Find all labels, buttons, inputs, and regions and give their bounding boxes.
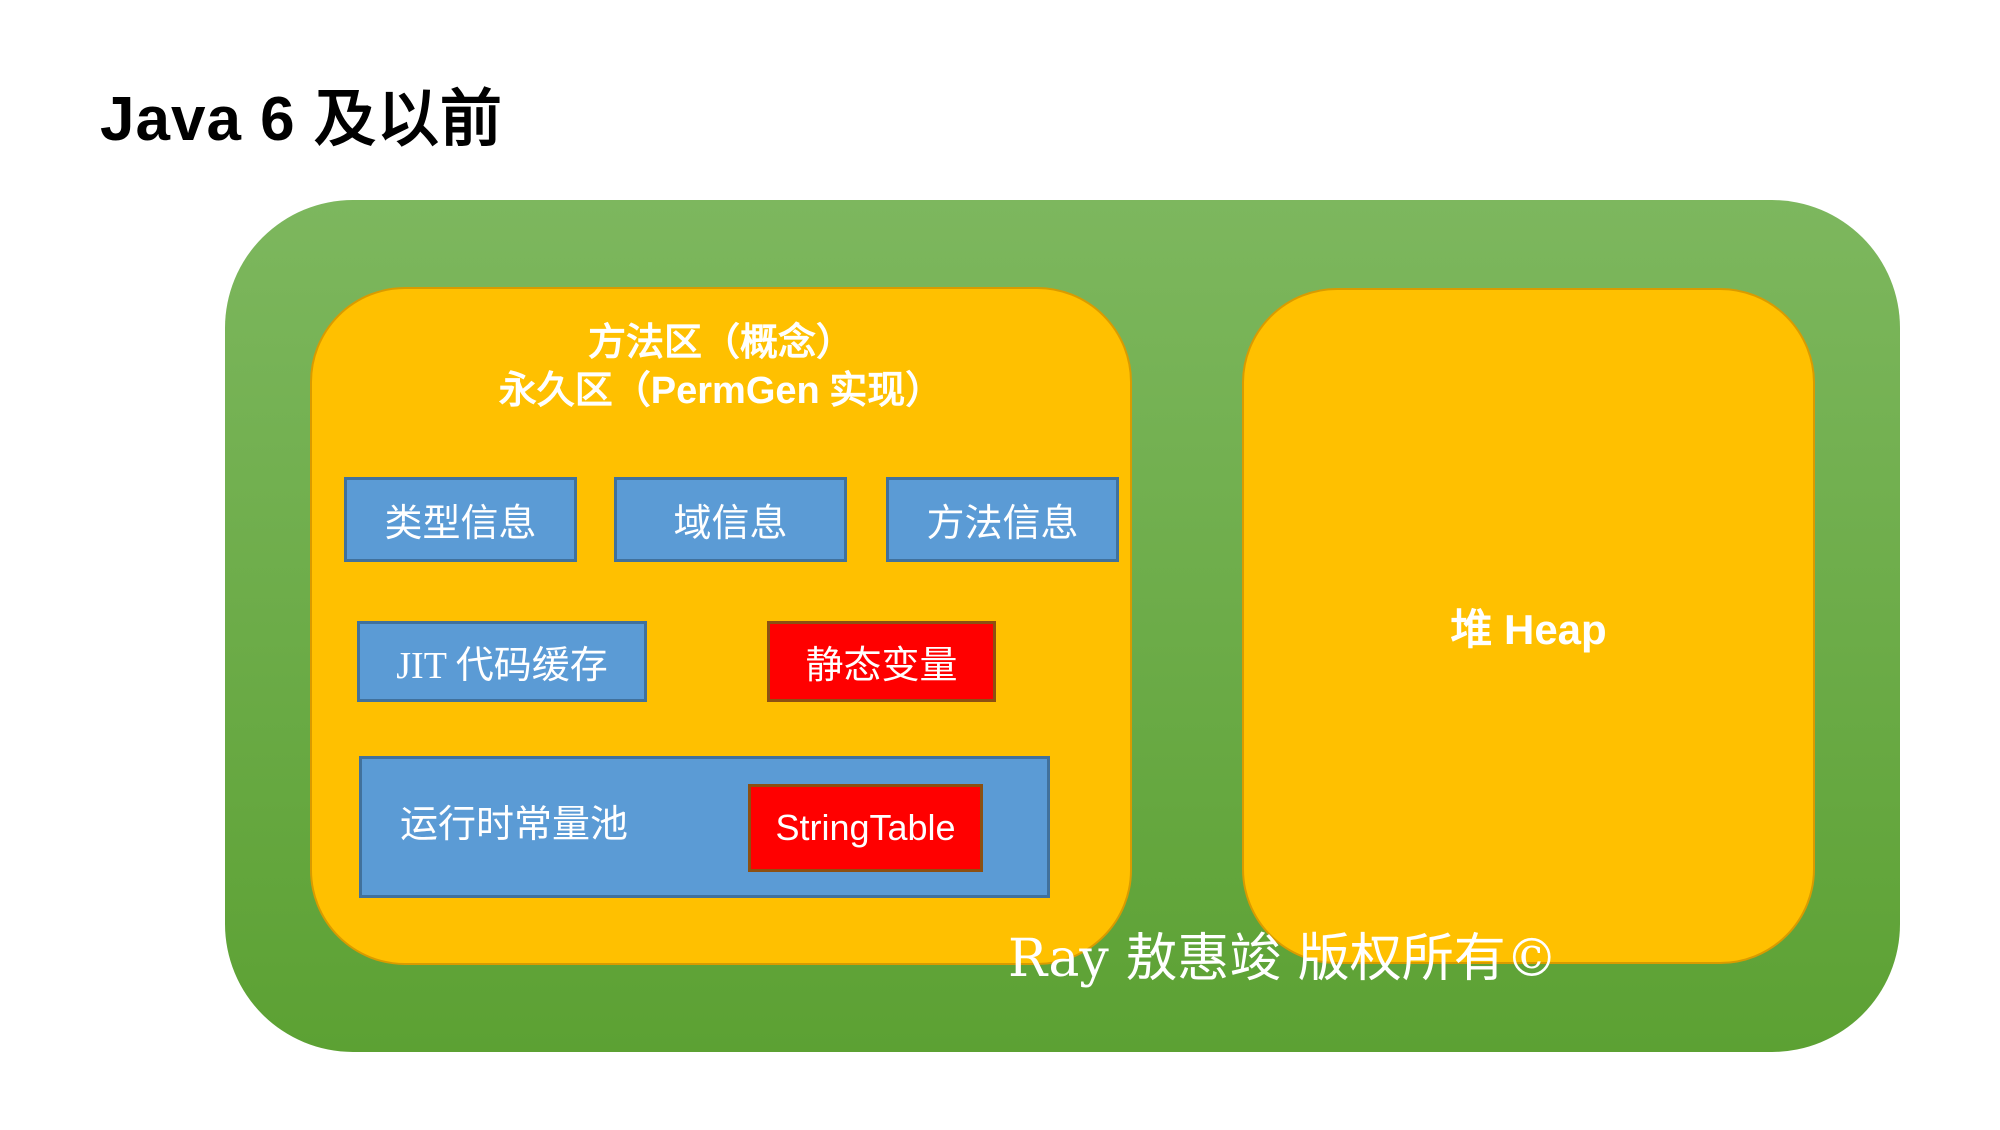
heap-region: 堆 Heap [1242,288,1815,964]
heap-label: 堆 Heap [1450,605,1607,653]
permgen-title-suffix: 实现） [819,370,944,412]
jit-code-cache-box: JIT 代码缓存 [357,621,647,702]
method-area-title-line2: 永久区（PermGen 实现） [312,367,1130,415]
permgen-title-bold: PermGen [650,370,820,412]
page-title: Java 6 及以前 [100,85,503,154]
permgen-title-prefix: 永久区（ [498,370,651,412]
jvm-memory-container: 方法区（概念） 永久区（PermGen 实现） 类型信息 域信息 方法信息 JI… [225,200,1900,1052]
method-info-box: 方法信息 [886,477,1119,562]
string-table-box: StringTable [748,784,983,872]
copyright-watermark: Ray 敖惠竣 版权所有© [1008,929,1558,989]
runtime-constant-pool-box: 运行时常量池 StringTable [359,756,1050,898]
method-area-title: 方法区（概念） 永久区（PermGen 实现） [312,319,1130,415]
method-area-title-line1: 方法区（概念） [587,322,854,364]
static-variables-box: 静态变量 [767,621,996,702]
field-info-box: 域信息 [614,477,847,562]
type-info-box: 类型信息 [344,477,577,562]
method-area-region: 方法区（概念） 永久区（PermGen 实现） 类型信息 域信息 方法信息 JI… [310,287,1132,965]
runtime-constant-pool-label: 运行时常量池 [400,803,629,846]
